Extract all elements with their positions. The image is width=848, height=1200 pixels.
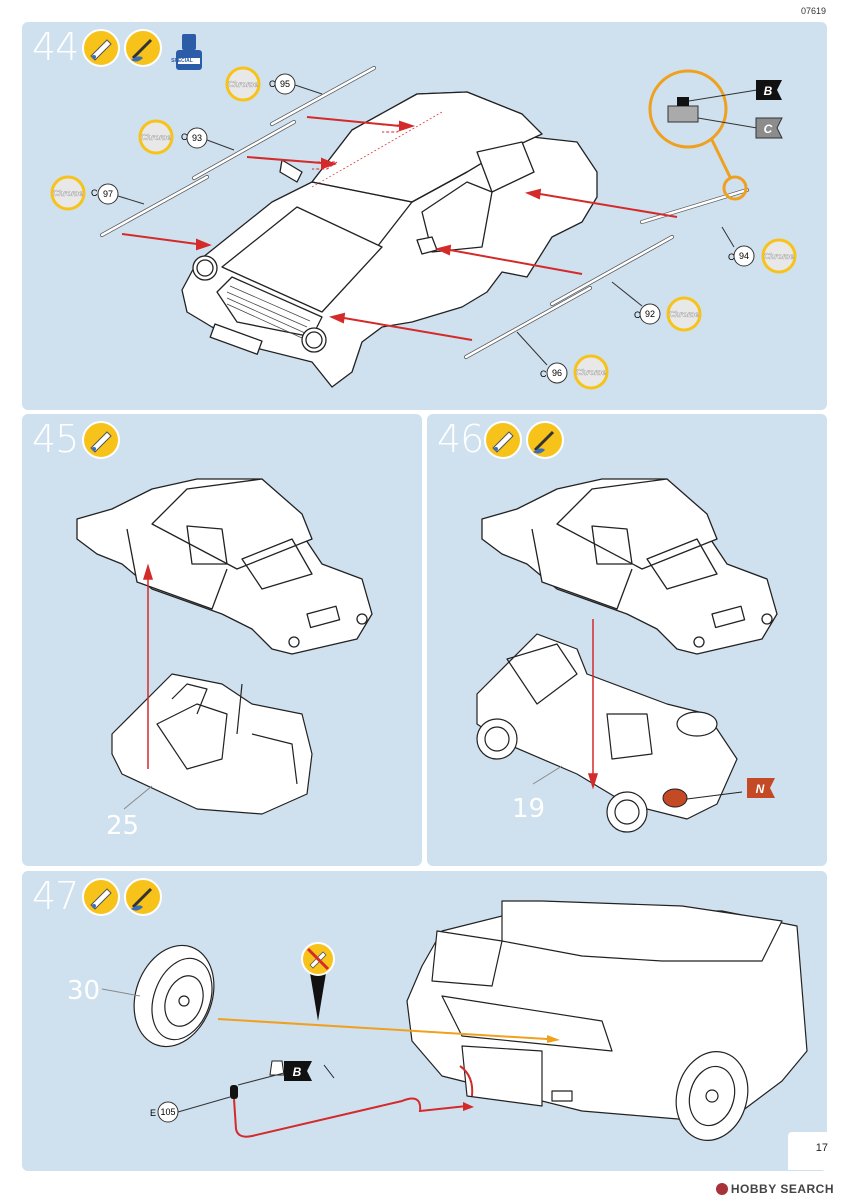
chrome-label: Chrome [764,252,795,261]
assembly-arrows [121,116,678,341]
assembly-arrow [142,563,154,769]
chrome-label: Chrome [228,80,259,89]
car-rear-trunk-open [406,900,808,1142]
step-44-diagram: SPECIAL Chrome C 95 Chrome C 93 Chrome C… [50,29,797,390]
step-number: 47 [32,874,79,918]
glue-icon [82,878,120,916]
part-number: 92 [645,309,655,319]
brush-icon [124,878,162,916]
spare-wheel [133,944,215,1048]
detail-callout [648,69,728,149]
brush-icon [124,29,162,67]
step-45-panel: 45 25 [22,414,422,866]
part-c97: Chrome C 97 [50,175,145,211]
flag-label: N [756,782,765,796]
glue-bottle-icon [176,34,202,70]
step-number: 46 [437,417,484,461]
glue-icon [82,29,120,67]
watermark-text: HOBBY SEARCH [730,1182,834,1196]
glue-icon [484,421,522,459]
part-prefix: C [91,188,98,198]
part-prefix: C [728,252,735,262]
chrome-label: Chrome [141,133,172,142]
part-number: 93 [192,133,202,143]
color-flag-n [747,778,775,798]
step-46-diagram: N 19 [476,421,778,833]
part-number: 95 [280,79,290,89]
car-body-front-view [181,91,598,388]
part-prefix: C [540,369,547,379]
part-prefix: C [269,79,276,89]
page-number: 17 [788,1132,828,1170]
assembly-arrow [587,619,599,790]
step-number: 45 [32,417,79,461]
step-44-panel: 44 SPECIAL Chrome C 95 [22,22,827,410]
part-number: 94 [739,251,749,261]
car-body-rear-view [481,478,778,655]
color-flag-b [284,1061,312,1081]
chrome-label: Chrome [669,310,700,319]
brush-icon [526,421,564,459]
part-number: 105 [160,1107,175,1117]
step-46-panel: 46 N [427,414,827,866]
page-code: 07619 [800,6,826,16]
glue-bottle-label: SPECIAL [171,58,193,64]
flag-label: B [764,84,773,98]
painted-part [662,788,688,808]
no-glue-icon [301,942,335,1021]
flag-label: C [764,122,773,136]
part-c96: C 96 Chrome [516,331,609,390]
glue-icon [82,421,120,459]
chrome-label: Chrome [576,368,607,377]
part-c95: Chrome C 95 [225,66,323,102]
step-number: 44 [32,25,79,69]
watermark-logo-icon [715,1183,728,1195]
chrome-label: Chrome [53,189,84,198]
color-flag-b [756,80,782,100]
chassis [476,633,738,833]
color-flag-c [755,117,783,139]
part-c92: C 92 Chrome [611,281,702,332]
part-prefix: C [181,132,188,142]
callout-number: 19 [512,794,545,824]
watermark: HOBBY SEARCH [715,1182,834,1196]
car-body-rear-view [76,478,373,655]
part-number: 96 [552,368,562,378]
part-c93: Chrome C 93 [138,119,235,155]
callout-number: 25 [106,811,139,841]
part-c94: C 94 Chrome [721,226,797,274]
step-47-panel: 47 30 [22,871,827,1171]
callout-number: 30 [67,976,100,1006]
part-number: 97 [103,189,113,199]
flag-label: B [293,1065,302,1079]
interior-tub [111,673,313,815]
part-prefix: C [634,310,641,320]
step-45-diagram: 25 [76,421,373,841]
step-47-diagram: 30 E 105 B [67,878,808,1142]
part-prefix: E [150,1108,156,1118]
